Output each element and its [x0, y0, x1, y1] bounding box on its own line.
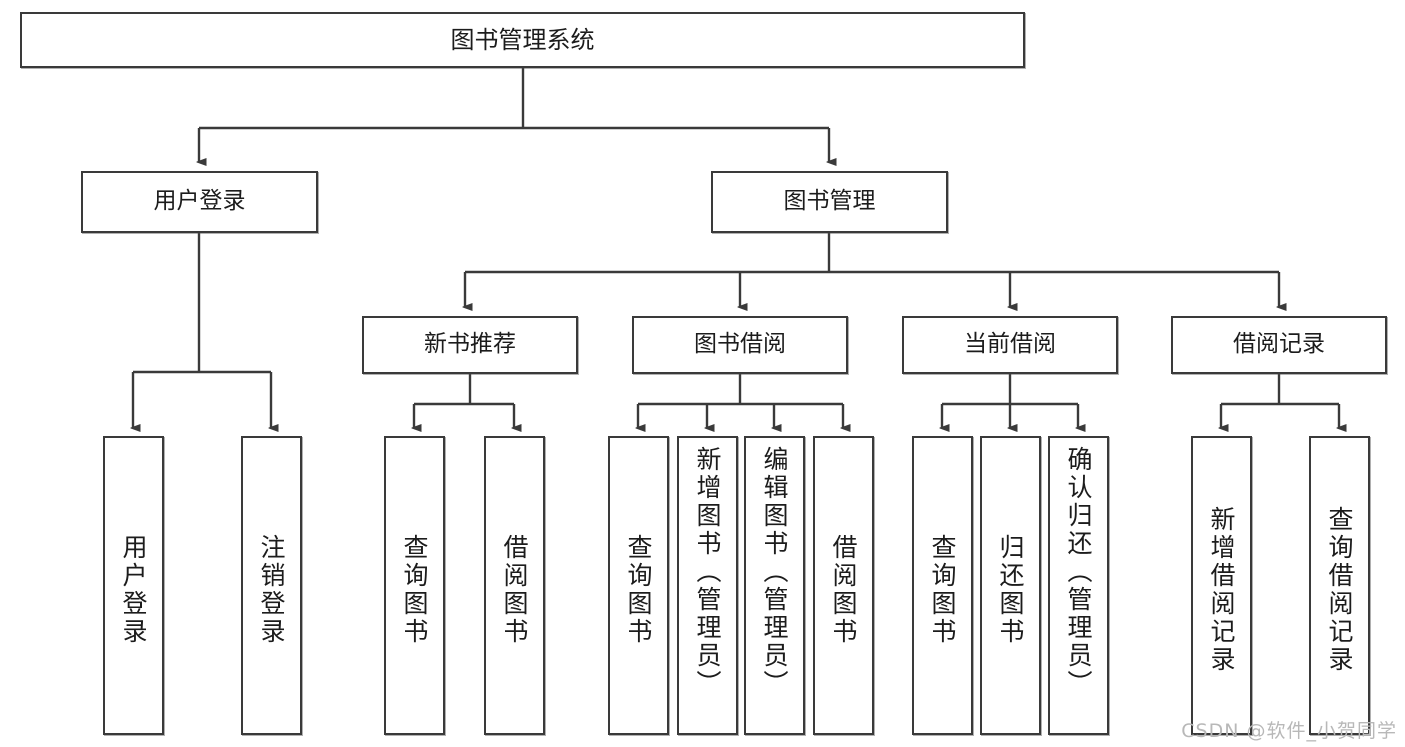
node-label: 新书推荐 [424, 331, 516, 358]
node-label: 用户登录 [153, 188, 246, 215]
leaf-query-borrow-record[interactable]: 查询借阅记录 [1309, 436, 1370, 735]
node-label: 图书管理系统 [450, 25, 595, 54]
node-label: 注销登录 [257, 533, 286, 646]
leaf-add-book-admin[interactable]: 新增图书（管理员） [677, 436, 738, 735]
leaf-borrow-book[interactable]: 借阅图书 [813, 436, 874, 735]
node-book-borrow[interactable]: 图书借阅 [632, 316, 848, 374]
leaf-return-book[interactable]: 归还图书 [980, 436, 1041, 735]
node-label: 当前借阅 [964, 331, 1056, 358]
node-label: 图书借阅 [694, 331, 786, 358]
node-user-login[interactable]: 用户登录 [81, 171, 318, 233]
leaf-confirm-return-admin[interactable]: 确认归还（管理员） [1048, 436, 1109, 735]
node-label: 查询图书 [400, 533, 429, 646]
leaf-query-book-current[interactable]: 查询图书 [912, 436, 973, 735]
node-book-management[interactable]: 图书管理 [711, 171, 948, 233]
node-current-borrow[interactable]: 当前借阅 [902, 316, 1118, 374]
node-root-system[interactable]: 图书管理系统 [20, 12, 1025, 68]
leaf-logout[interactable]: 注销登录 [241, 436, 302, 735]
node-label: 借阅图书 [500, 533, 529, 646]
node-new-book-recommend[interactable]: 新书推荐 [362, 316, 578, 374]
leaf-add-borrow-record[interactable]: 新增借阅记录 [1191, 436, 1252, 735]
node-label: 确认归还（管理员） [1064, 446, 1093, 698]
node-label: 借阅图书 [829, 533, 858, 646]
node-label: 图书管理 [783, 188, 876, 215]
node-label: 编辑图书（管理员） [760, 446, 789, 698]
node-label: 查询图书 [928, 533, 957, 646]
node-label: 查询借阅记录 [1325, 505, 1354, 674]
leaf-query-book-new[interactable]: 查询图书 [384, 436, 445, 735]
leaf-borrow-book-new[interactable]: 借阅图书 [484, 436, 545, 735]
node-label: 新增借阅记录 [1207, 505, 1236, 674]
leaf-user-login[interactable]: 用户登录 [103, 436, 164, 735]
node-label: 查询图书 [624, 533, 653, 646]
node-label: 新增图书（管理员） [693, 446, 722, 698]
node-borrow-records[interactable]: 借阅记录 [1171, 316, 1387, 374]
node-label: 借阅记录 [1233, 331, 1325, 358]
node-label: 归还图书 [996, 533, 1025, 646]
node-label: 用户登录 [119, 533, 148, 646]
leaf-query-book-borrow[interactable]: 查询图书 [608, 436, 669, 735]
leaf-edit-book-admin[interactable]: 编辑图书（管理员） [744, 436, 805, 735]
